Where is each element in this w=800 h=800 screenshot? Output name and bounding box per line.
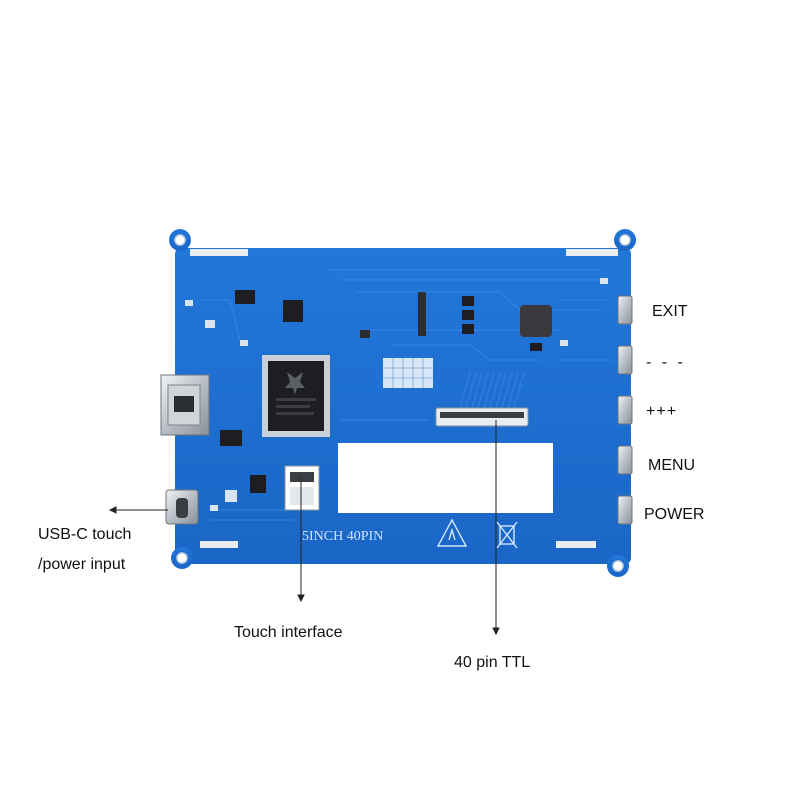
label-menu: MENU [648,457,696,474]
label-usb-c-line2: /power input [38,556,126,573]
usb-c-port [165,489,199,525]
main-processor-chip [262,355,330,437]
pcb-traces [200,269,612,521]
weee-bin-icon [496,521,518,549]
label-usb-c-input: USB-C touch /power input [38,520,131,580]
label-power: POWER [644,506,705,523]
esd-warning-icon [436,518,468,547]
label-usb-c-line1: USB-C touch [38,526,132,543]
label-minus: - - - [646,354,686,371]
label-plus: +++ [646,403,678,420]
small-components [185,278,608,511]
display-window [338,443,553,513]
qc-sticker [383,358,433,388]
label-40pin-ttl: 40 pin TTL [454,654,531,671]
board-silkscreen-text: 5INCH 40PIN [302,529,383,544]
touch-connector [284,465,320,511]
hdmi-port [160,374,210,436]
label-exit: EXIT [652,303,688,320]
side-buttons [617,295,633,525]
leader-lines [108,420,500,636]
ttl-40pin-connector [435,407,529,427]
ttl-fanout-traces [459,371,525,409]
label-touch-interface: Touch interface [234,624,343,641]
pcb-outline [169,229,636,577]
